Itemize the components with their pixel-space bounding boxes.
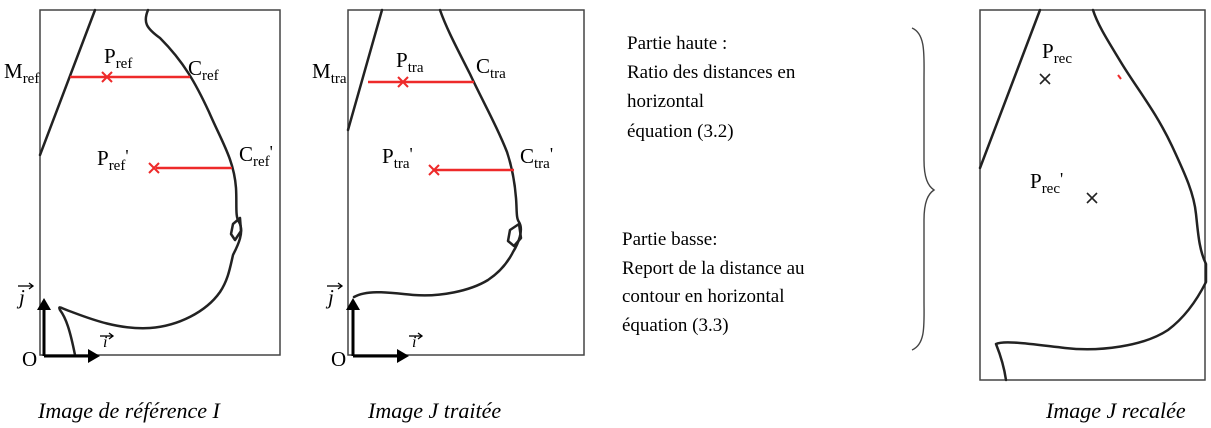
note-top-line-1: Partie haute :: [627, 33, 727, 54]
panel-processed: Mtra Ptra Ctra Ptra' Ctra' O j i: [312, 10, 584, 371]
label-m-ref: Mref: [4, 59, 39, 87]
panel-reference: Mref Pref Cref Pref' Cref' O j i: [4, 10, 280, 371]
label-c2-ref: Cref': [239, 142, 273, 170]
panel-registered: Prec Prec': [980, 10, 1206, 380]
explanation-notes: Partie haute : Ratio des distances en ho…: [622, 33, 805, 336]
reference-skin-line: [40, 10, 95, 155]
label-m-tra: Mtra: [312, 59, 347, 87]
panel-registered-frame: [980, 10, 1205, 380]
caption-registered: Image J recalée: [1045, 398, 1186, 423]
processed-axes: O j i: [325, 283, 422, 371]
label-p2-ref: Pref': [97, 146, 129, 174]
label-p-rec: Prec: [1042, 39, 1072, 67]
panel-processed-frame: [348, 10, 584, 355]
label-c2-tra: Ctra': [520, 144, 553, 172]
label-c-tra: Ctra: [476, 54, 506, 82]
reference-j-label: j: [16, 285, 25, 309]
note-bottom-line-4: équation (3.3): [622, 315, 729, 336]
caption-processed: Image J traitée: [367, 398, 501, 423]
registered-point-p2-marker: [1087, 193, 1097, 203]
processed-skin-line: [348, 10, 382, 130]
note-top-line-3: horizontal: [627, 91, 704, 112]
label-p-tra: Ptra: [396, 48, 424, 76]
note-bottom-line-3: contour en horizontal: [622, 286, 785, 307]
registered-breast-contour: [996, 10, 1206, 380]
reference-origin-label: O: [22, 347, 37, 371]
note-top-line-4: équation (3.2): [627, 121, 734, 142]
label-p2-rec: Prec': [1030, 169, 1063, 197]
note-bottom-line-1: Partie basse:: [622, 229, 718, 250]
processed-j-label: j: [325, 285, 334, 309]
processed-origin-label: O: [331, 347, 346, 371]
reference-axes: O j i: [16, 283, 113, 371]
label-c-ref: Cref: [188, 56, 219, 84]
registered-skin-line: [980, 10, 1040, 168]
note-bottom-line-2: Report de la distance au: [622, 258, 805, 279]
caption-reference: Image de référence I: [37, 398, 221, 423]
label-p2-tra: Ptra': [382, 144, 413, 172]
note-top-line-2: Ratio des distances en: [627, 62, 796, 83]
registered-point-p-marker: [1040, 74, 1050, 84]
reference-breast-contour: [59, 10, 241, 355]
processed-breast-contour: [354, 10, 521, 297]
label-p-ref: Pref: [104, 44, 132, 72]
right-curly-brace: [912, 28, 934, 350]
